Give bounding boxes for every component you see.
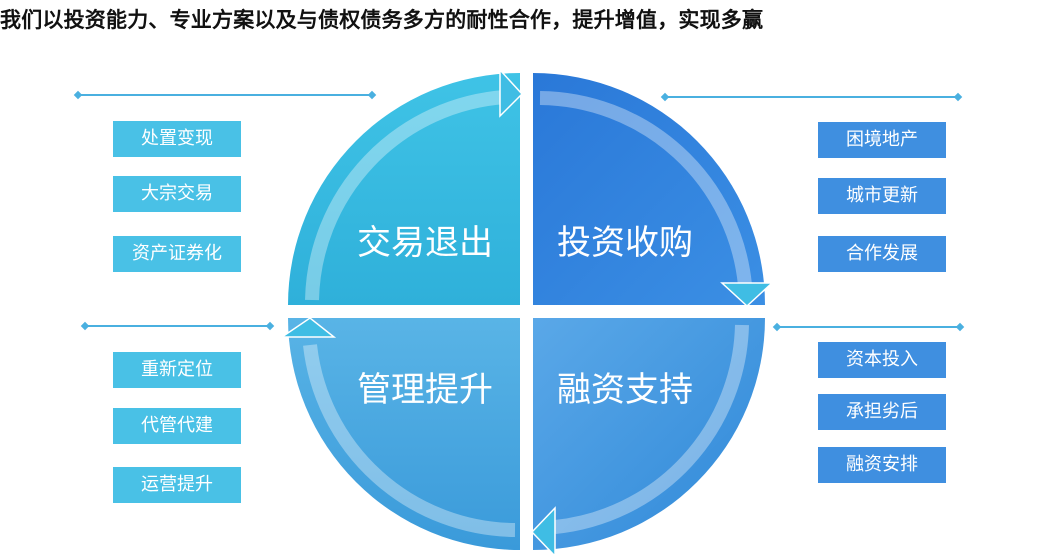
arrow-arc-top-left bbox=[305, 90, 506, 301]
page-title: 我们以投资能力、专业方案以及与债权债务多方的耐性合作，提升增值，实现多赢 bbox=[0, 8, 764, 32]
quadrant-bottom-left bbox=[288, 318, 520, 550]
divider-top-right bbox=[665, 96, 958, 98]
arrowhead-left-icon bbox=[279, 317, 337, 338]
item-box: 融资安排 bbox=[818, 447, 946, 483]
quadrant-label-exit: 交易退出 bbox=[357, 223, 493, 263]
item-box: 代管代建 bbox=[113, 408, 241, 444]
arrow-arc-bottom-left bbox=[303, 344, 516, 537]
item-box: 资本投入 bbox=[818, 342, 946, 378]
item-box: 运营提升 bbox=[113, 467, 241, 503]
item-box: 合作发展 bbox=[818, 236, 946, 272]
arrow-arc-top-right bbox=[539, 91, 752, 286]
item-box: 资产证券化 bbox=[113, 236, 241, 272]
arrowhead-bottom-icon bbox=[530, 506, 556, 558]
divider-bottom-right bbox=[777, 326, 960, 328]
quadrant-label-acquisition: 投资收购 bbox=[557, 223, 693, 263]
quadrant-label-financing: 融资支持 bbox=[557, 370, 693, 410]
item-box: 承担劣后 bbox=[818, 394, 946, 430]
divider-bottom-left bbox=[85, 325, 270, 327]
item-box: 大宗交易 bbox=[113, 176, 241, 212]
item-box: 困境地产 bbox=[818, 122, 946, 158]
item-box: 城市更新 bbox=[818, 178, 946, 214]
item-box: 重新定位 bbox=[113, 352, 241, 388]
divider-top-left bbox=[78, 94, 372, 96]
arrowhead-top-icon bbox=[499, 68, 524, 118]
arrowhead-right-icon bbox=[720, 282, 774, 308]
item-box: 处置变现 bbox=[113, 121, 241, 157]
arrow-arc-bottom-right bbox=[554, 324, 749, 534]
quadrant-top-left bbox=[288, 73, 520, 305]
quadrant-bottom-right bbox=[533, 318, 765, 550]
quadrant-label-management: 管理提升 bbox=[357, 370, 493, 410]
quadrant-top-right bbox=[533, 73, 765, 305]
